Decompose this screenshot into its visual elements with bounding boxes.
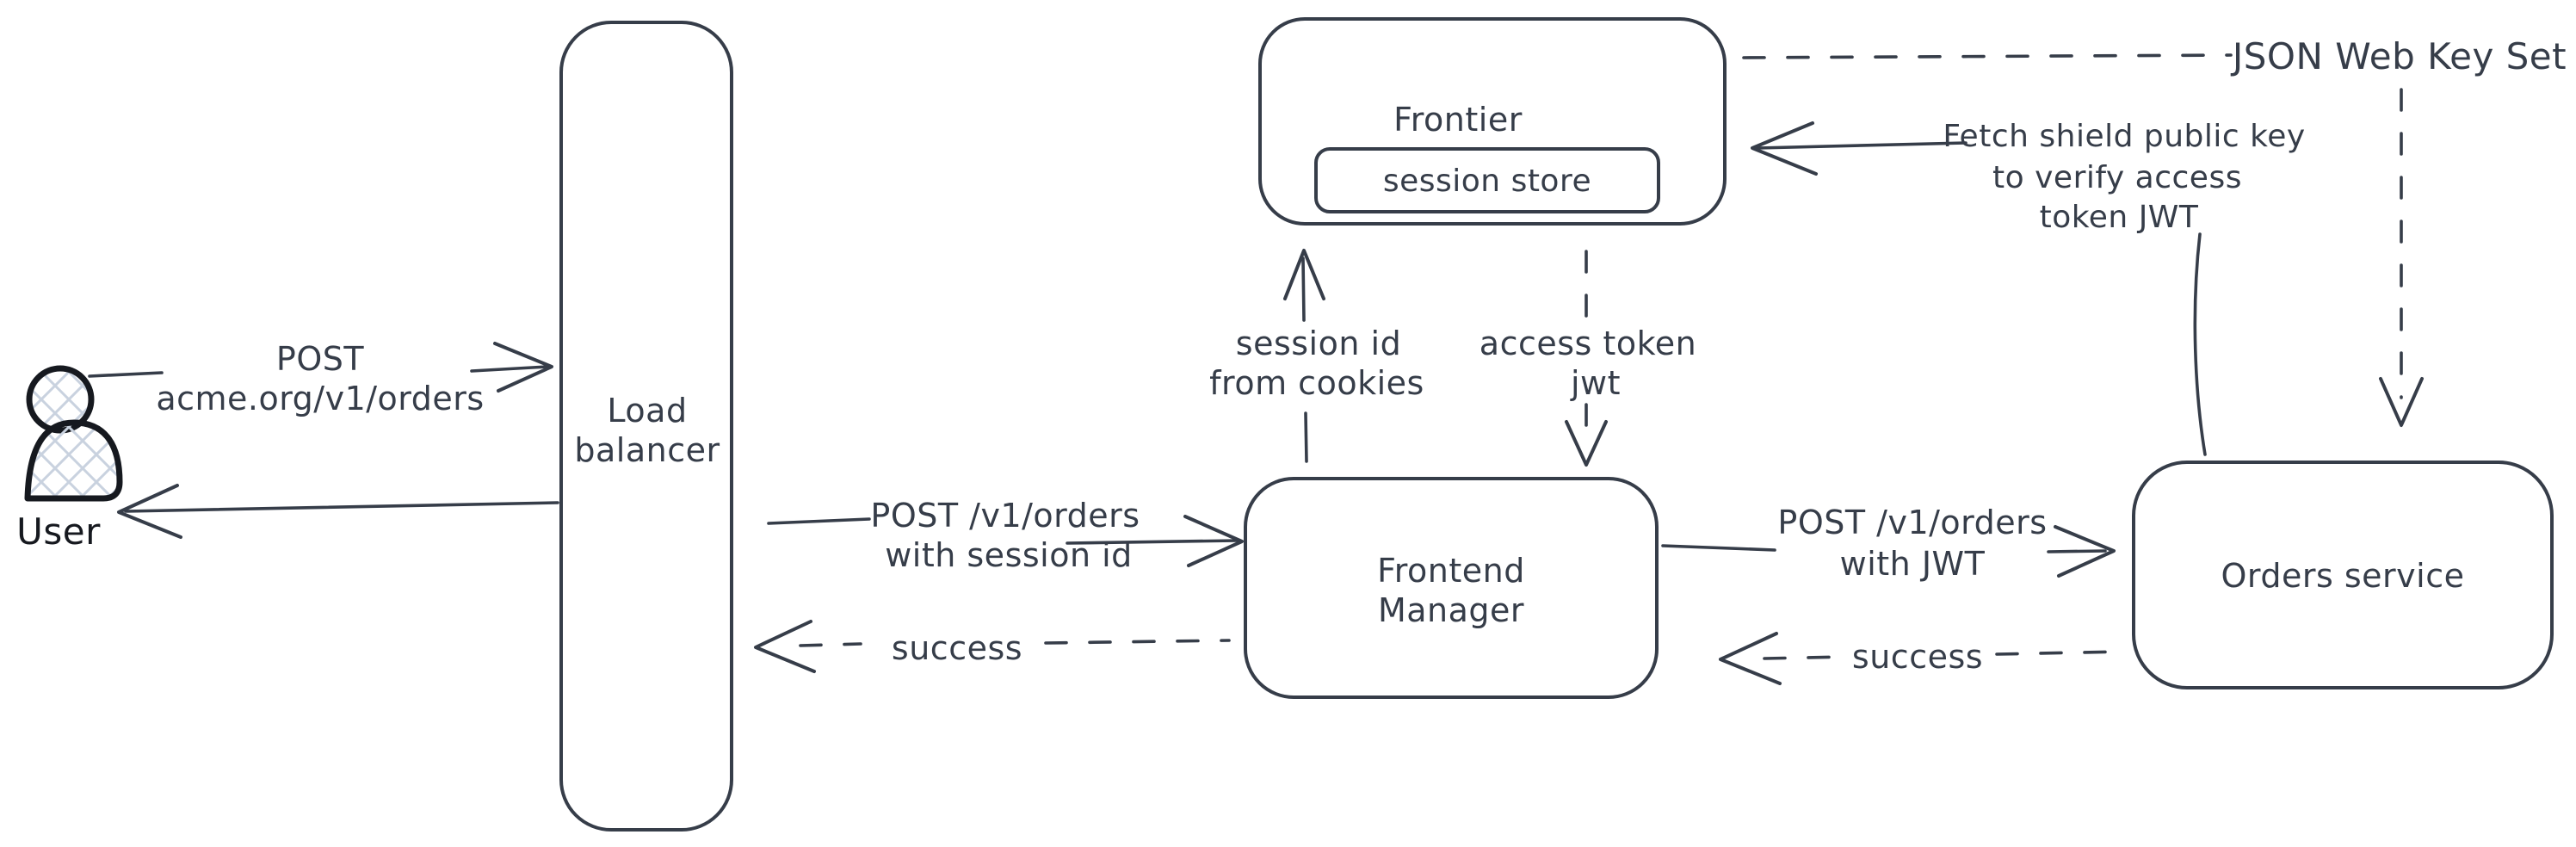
arrow-load-balancer-to-user (117, 484, 559, 539)
arrowhead-left-icon (754, 620, 816, 673)
user-to-lb-label-line1: POST (276, 340, 364, 378)
fm-to-lb-success-label: success (892, 629, 1022, 667)
arrow-frontier-to-fm-access-token: access token jwt (1480, 250, 1696, 467)
arrow-fm-to-lb-success: success (754, 620, 1231, 673)
jwks-label: JSON Web Key Set (2230, 35, 2567, 77)
load-balancer-node: Load balancer (559, 21, 733, 832)
session-id-label-line1: session id (1236, 325, 1401, 362)
load-balancer-box (559, 21, 733, 832)
fm-to-orders-label-line2: with JWT (1840, 545, 1986, 583)
arrow-user-to-load-balancer: POST acme.org/v1/orders (88, 340, 553, 417)
arrow-fm-to-orders: POST /v1/orders with JWT (1661, 504, 2116, 583)
frontend-manager-label-line2: Manager (1378, 591, 1524, 629)
frontier-node: Frontier session store (1258, 17, 1727, 226)
access-token-label-line1: access token (1480, 325, 1696, 362)
user-label: User (16, 510, 101, 553)
load-balancer-label-line2: balancer (574, 431, 720, 469)
user-actor: User (16, 365, 123, 553)
orders-service-node: Orders service (2132, 461, 2554, 689)
user-body-icon (24, 419, 123, 502)
session-id-label-line2: from cookies (1209, 364, 1424, 402)
lb-to-fm-label-line2: with session id (885, 536, 1133, 574)
arrowhead-right-icon (493, 342, 553, 393)
arrowhead-left-icon (117, 484, 182, 539)
fm-to-orders-label-line1: POST /v1/orders (1777, 504, 2047, 541)
arrow-fm-to-frontier-session-id: session id from cookies (1209, 249, 1424, 463)
orders-service-box (2132, 461, 2554, 689)
frontend-manager-box (1244, 477, 1659, 699)
orders-to-fm-success-label: success (1852, 638, 1983, 676)
arrowhead-right-icon (2054, 525, 2116, 578)
orders-service-label: Orders service (2221, 557, 2465, 595)
frontier-box (1258, 17, 1727, 226)
fetch-key-label-line3: token JWT (2040, 200, 2199, 235)
frontend-manager-label-line1: Frontend (1377, 552, 1525, 590)
arrowhead-right-icon (1183, 515, 1244, 567)
arrowhead-down-icon (1565, 420, 1608, 467)
access-token-label-line2: jwt (1570, 364, 1621, 402)
arrow-orders-to-fm-success: success (1719, 632, 2126, 685)
frontend-manager-node: Frontend Manager (1244, 477, 1659, 699)
arrowhead-left-icon (1719, 632, 1782, 685)
lb-to-fm-label-line1: POST /v1/orders (870, 497, 1140, 535)
arrowhead-left-icon (1751, 121, 1818, 176)
arrow-lb-to-frontend-manager: POST /v1/orders with session id (767, 497, 1244, 574)
arrowhead-up-icon (1283, 249, 1325, 300)
session-store-box (1314, 147, 1660, 213)
frontier-label: Frontier (1393, 101, 1523, 139)
load-balancer-label-line1: Load (607, 392, 687, 430)
fetch-key-label-line1: Fetch shield public key (1943, 119, 2305, 154)
session-store-label: session store (1383, 164, 1591, 199)
fetch-key-label-line2: to verify access (1992, 160, 2242, 195)
arrow-orders-to-frontier-fetch-key: Fetch shield public key to verify access… (1751, 119, 2305, 456)
user-to-lb-label-line2: acme.org/v1/orders (156, 380, 484, 417)
arrowhead-down-icon (2379, 377, 2424, 427)
edge-frontier-to-jwks: JSON Web Key Set (1742, 35, 2567, 427)
